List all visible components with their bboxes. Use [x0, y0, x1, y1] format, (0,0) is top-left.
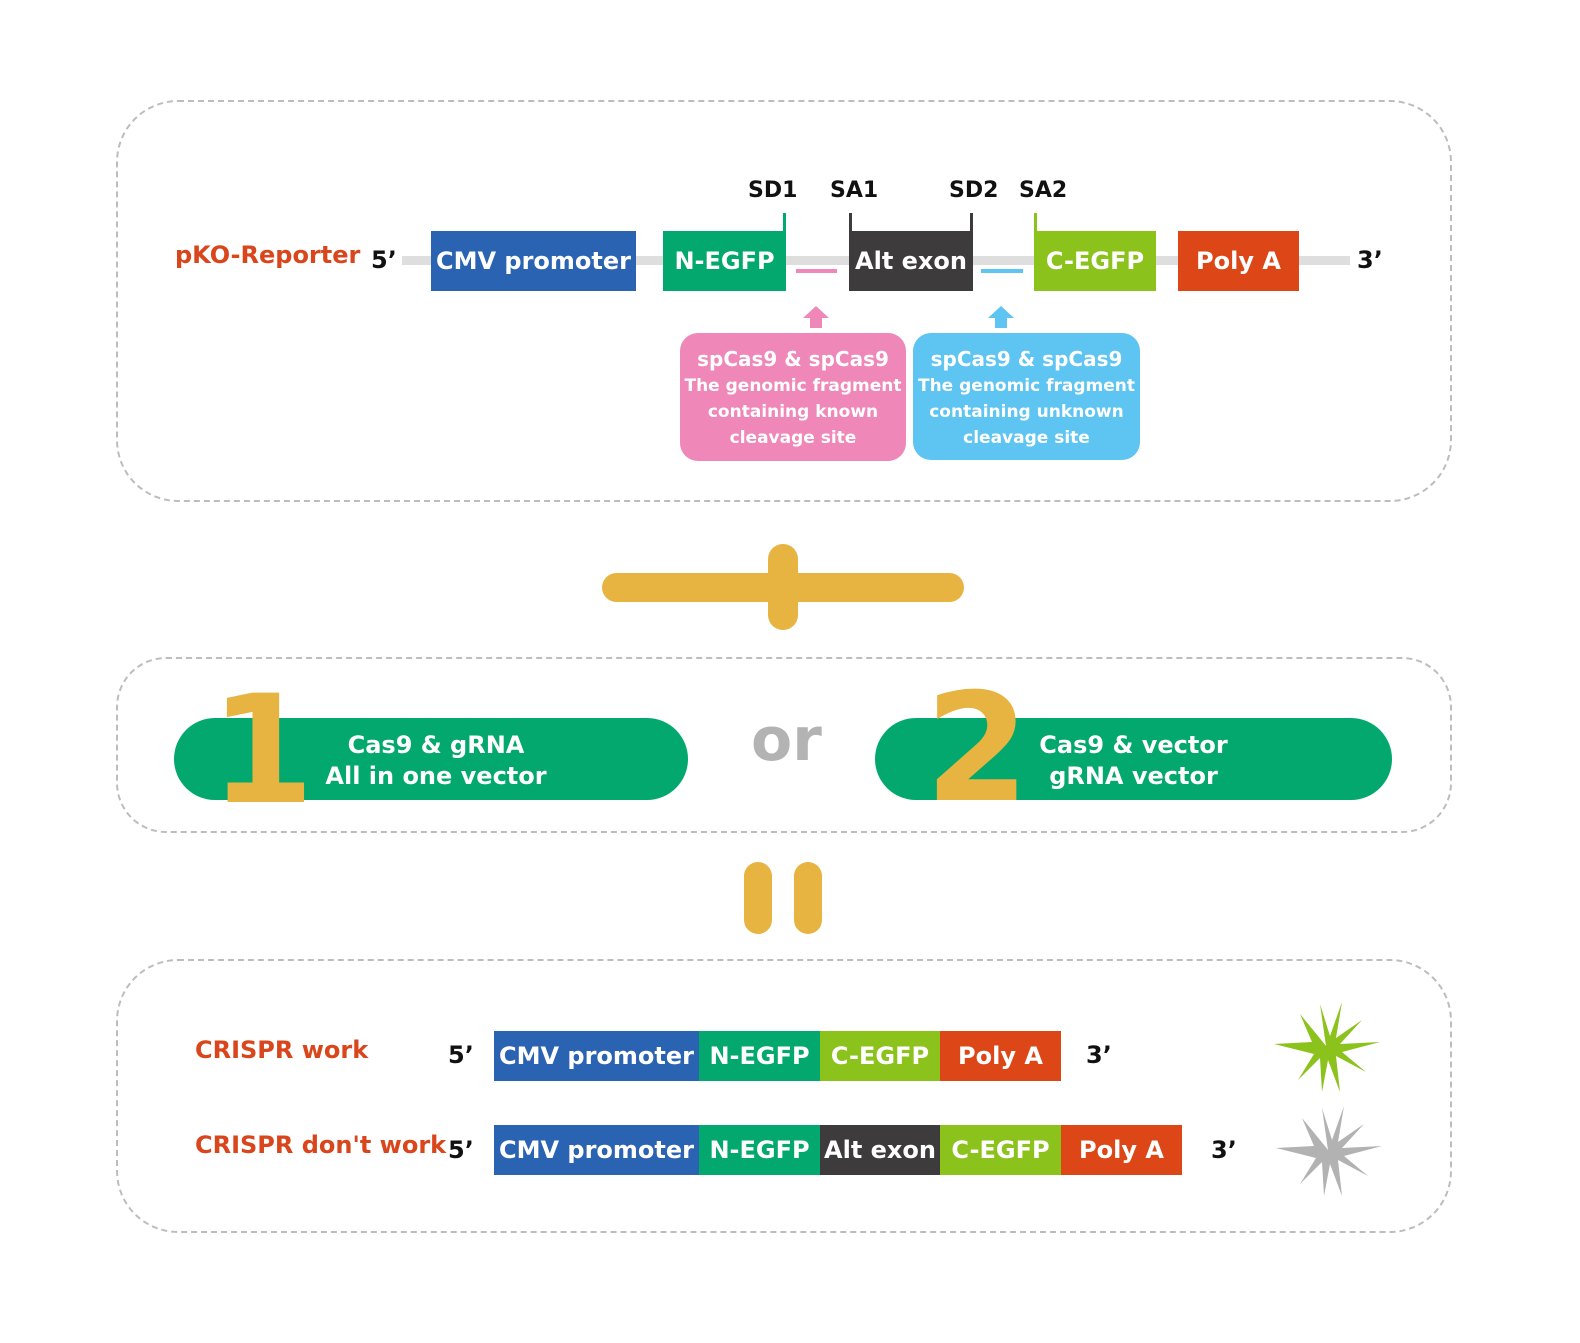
work-cmv-block: CMV promoter [494, 1031, 699, 1081]
work-poly-a-block: Poly A [940, 1031, 1061, 1081]
option-two-line2: gRNA vector [1049, 762, 1218, 790]
options-panel [116, 657, 1452, 833]
pink-arrow-icon [803, 306, 829, 328]
crispr-work-label: CRISPR work [195, 1036, 369, 1064]
option-two-pill: Cas9 & vector gRNA vector [875, 718, 1392, 800]
reporter-label: pKO-Reporter [175, 241, 361, 269]
sd2-label: SD2 [949, 178, 999, 203]
dont-work-three-prime: 3’ [1211, 1136, 1237, 1164]
dont-work-five-prime: 5’ [448, 1136, 474, 1164]
work-n-egfp-block: N-EGFP [699, 1031, 820, 1081]
dont-work-n-egfp-block: N-EGFP [699, 1125, 820, 1175]
sd1-marker [783, 213, 786, 232]
reporter-five-prime: 5’ [371, 246, 397, 274]
or-label: or [751, 705, 822, 775]
crispr-dont-work-label: CRISPR don't work [195, 1131, 447, 1159]
work-three-prime: 3’ [1086, 1041, 1112, 1069]
n-egfp-block: N-EGFP [663, 231, 786, 291]
option-one-number: 1 [210, 664, 315, 838]
poly-a-block: Poly A [1178, 231, 1299, 291]
option-one-line2: All in one vector [325, 762, 547, 790]
dont-work-poly-a-block: Poly A [1061, 1125, 1182, 1175]
dont-work-c-egfp-block: C-EGFP [940, 1125, 1061, 1175]
cmv-promoter-block: CMV promoter [431, 231, 636, 291]
unknown-callout-line1: The genomic fragment [917, 376, 1136, 396]
equals-icon [744, 862, 824, 934]
sa2-label: SA2 [1019, 178, 1068, 203]
known-callout-title: spCas9 & spCas9 [697, 347, 889, 371]
known-callout-line1: The genomic fragment [684, 376, 902, 396]
option-two-line1: Cas9 & vector [1039, 731, 1228, 759]
sa1-label: SA1 [830, 178, 879, 203]
unknown-callout-line2: containing unknown [929, 402, 1124, 422]
results-panel [116, 959, 1452, 1233]
option-two-number: 2 [925, 662, 1030, 836]
unknown-fragment-line [981, 269, 1023, 273]
unknown-callout-title: spCas9 & spCas9 [930, 347, 1123, 371]
gray-no-fluorescence-star-icon [1276, 1106, 1382, 1196]
sa1-marker [849, 213, 852, 232]
unknown-site-callout: spCas9 & spCas9 The genomic fragment con… [913, 333, 1140, 460]
option-one-pill: Cas9 & gRNA All in one vector [174, 718, 688, 800]
option-one-line1: Cas9 & gRNA [347, 731, 525, 759]
c-egfp-block: C-EGFP [1034, 231, 1156, 291]
unknown-callout-line3: cleavage site [963, 428, 1090, 448]
work-c-egfp-block: C-EGFP [820, 1031, 940, 1081]
known-callout-line2: containing known [707, 402, 879, 422]
plus-icon [602, 544, 964, 630]
blue-arrow-icon [988, 306, 1014, 328]
alt-exon-block: Alt exon [849, 231, 973, 291]
dont-work-cmv-block: CMV promoter [494, 1125, 699, 1175]
green-fluorescence-star-icon [1274, 1002, 1380, 1092]
known-fragment-line [796, 269, 837, 273]
dont-work-alt-exon-block: Alt exon [820, 1125, 940, 1175]
sd2-marker [970, 213, 973, 232]
known-site-callout: spCas9 & spCas9 The genomic fragment con… [680, 333, 906, 461]
sa2-marker [1034, 213, 1037, 232]
reporter-three-prime: 3’ [1357, 246, 1383, 274]
known-callout-line3: cleavage site [729, 428, 857, 448]
sd1-label: SD1 [748, 178, 798, 203]
work-five-prime: 5’ [448, 1041, 474, 1069]
reporter-panel [116, 100, 1452, 502]
